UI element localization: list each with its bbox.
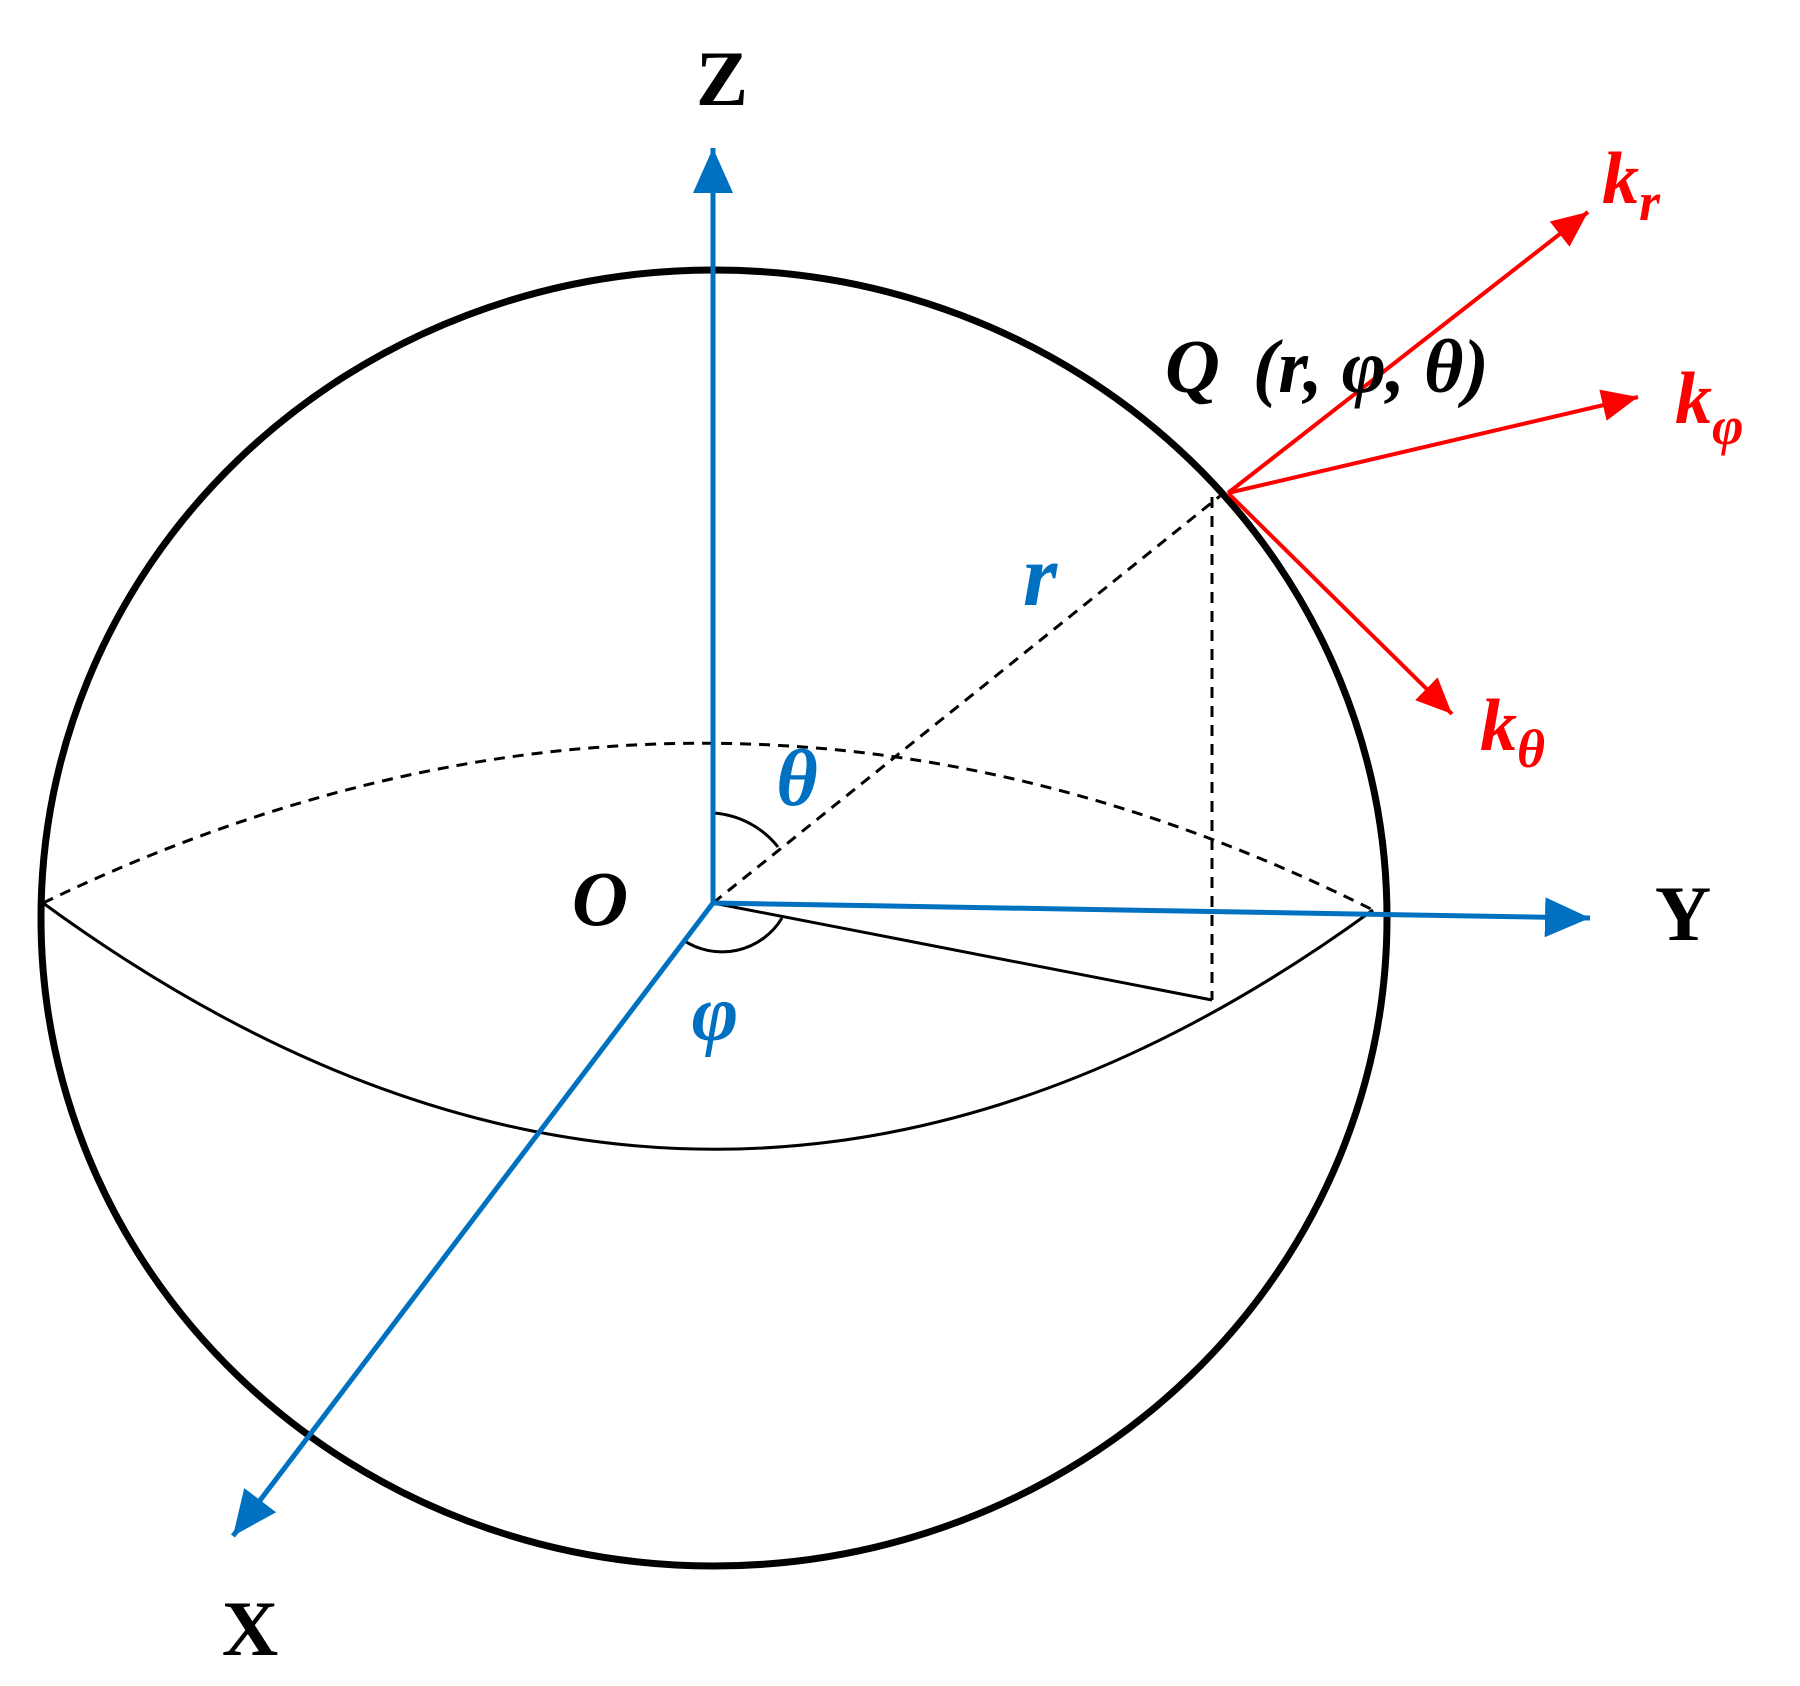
k-theta-label-subscript: θ	[1517, 719, 1545, 779]
k-r-label-subscript: r	[1639, 172, 1661, 232]
k-phi-label-subscript: φ	[1712, 396, 1744, 456]
point-q-label: Q (r, φ, θ)	[1165, 325, 1489, 409]
equator-front-arc	[42, 901, 1374, 1151]
k-r-label: kr	[1602, 138, 1661, 232]
projection-line	[712, 901, 1213, 1002]
k-r-vector	[1226, 210, 1590, 495]
equator-back-arc	[42, 741, 1374, 912]
k-phi-label: kφ	[1675, 358, 1744, 456]
point-q-coordinates: (r, φ, θ)	[1253, 325, 1489, 409]
x-axis-arrow	[231, 901, 715, 1538]
phi-label: φ	[692, 970, 739, 1058]
k-r-label-base: k	[1602, 138, 1639, 220]
radius-label: r	[1023, 528, 1058, 625]
theta-label: θ	[776, 735, 818, 823]
phi-angle-arc	[682, 917, 784, 954]
k-theta-label-base: k	[1480, 685, 1517, 767]
z-axis-label: Z	[696, 35, 748, 122]
radius-line	[712, 494, 1221, 905]
point-q-name: Q	[1165, 325, 1220, 409]
y-axis-label: Y	[1655, 870, 1711, 957]
y-axis-arrow	[712, 897, 1591, 938]
k-phi-label-base: k	[1675, 358, 1712, 440]
theta-angle-arc	[712, 811, 780, 848]
x-axis-label: X	[222, 1585, 278, 1672]
k-theta-vector	[1226, 491, 1454, 716]
k-theta-label: kθ	[1480, 685, 1545, 779]
origin-label: O	[572, 855, 628, 942]
k-phi-vector	[1227, 389, 1639, 495]
